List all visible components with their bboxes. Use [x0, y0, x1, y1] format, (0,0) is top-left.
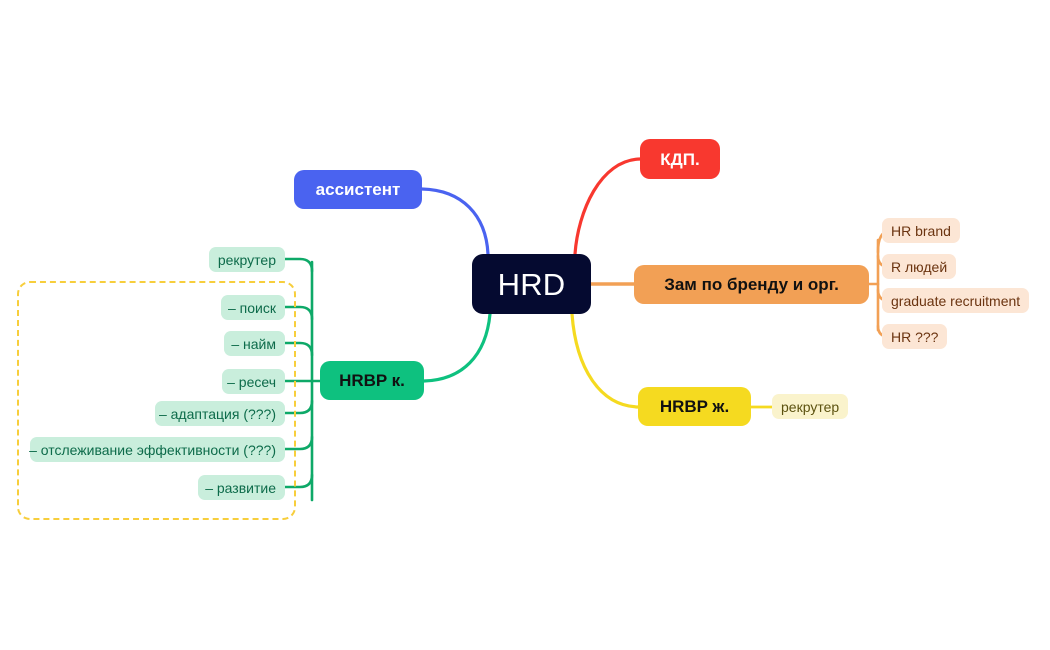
leaf-recruiter-yellow-label: рекрутер — [781, 398, 840, 415]
leaf-razvitie-label: – развитие — [205, 479, 276, 496]
leaf-resech[interactable]: – ресеч — [222, 369, 285, 394]
node-hrbp-zh-label: HRBP ж. — [659, 397, 730, 416]
node-zam-label: Зам по бренду и орг. — [664, 275, 839, 294]
leaf-hr-brand[interactable]: HR brand — [882, 218, 960, 243]
leaf-naym[interactable]: – найм — [224, 331, 285, 356]
node-hrbp-zh[interactable]: HRBP ж. — [638, 387, 751, 426]
leaf-poisk-label: – поиск — [228, 299, 276, 316]
leaf-otslezhivanie[interactable]: – отслеживание эффективности (???) — [29, 437, 285, 462]
leaf-otslezhivanie-label: – отслеживание эффективности (???) — [29, 441, 276, 458]
leaf-recruiter-green[interactable]: рекрутер — [209, 247, 285, 272]
node-assistant-label: ассистент — [315, 180, 401, 199]
leaf-hr-brand-label: HR brand — [891, 222, 951, 239]
leaf-r-lyudey-label: R людей — [891, 258, 948, 275]
edge-group-zam-children — [867, 229, 892, 339]
leaf-resech-label: – ресеч — [227, 373, 276, 390]
leaf-r-lyudey[interactable]: R людей — [882, 254, 957, 279]
leaf-adaptaciya-label: – адаптация (???) — [158, 405, 276, 422]
node-hrd-label: HRD — [497, 266, 566, 302]
leaf-graduate-recruitment[interactable]: graduate recruitment — [882, 288, 1030, 313]
leaf-adaptaciya[interactable]: – адаптация (???) — [155, 401, 285, 426]
node-hrbp-k-label: HRBP к. — [339, 371, 405, 390]
leaf-poisk[interactable]: – поиск — [221, 295, 285, 320]
leaf-razvitie[interactable]: – развитие — [198, 475, 285, 500]
node-kdp-label: КДП. — [660, 149, 700, 169]
leaf-recruiter-green-label: рекрутер — [217, 251, 276, 268]
node-zam-brand-org[interactable]: Зам по бренду и орг. — [634, 265, 869, 304]
leaf-recruiter-yellow[interactable]: рекрутер — [772, 394, 849, 419]
leaf-naym-label: – найм — [231, 335, 276, 352]
edge-hrbp-zh — [570, 312, 640, 409]
leaf-hr-unknown-label: HR ??? — [891, 328, 939, 345]
leaf-hr-unknown[interactable]: HR ??? — [882, 324, 948, 349]
node-assistant[interactable]: ассистент — [294, 170, 422, 209]
edge-assistant — [420, 187, 490, 256]
annotation-frame — [17, 281, 296, 520]
leaf-graduate-recruitment-label: graduate recruitment — [891, 292, 1021, 309]
node-hrbp-k[interactable]: HRBP к. — [320, 361, 424, 400]
node-hrd[interactable]: HRD — [472, 254, 591, 314]
edge-kdp — [573, 157, 642, 256]
edge-hrbp-k — [422, 312, 492, 383]
node-kdp[interactable]: КДП. — [640, 139, 720, 179]
